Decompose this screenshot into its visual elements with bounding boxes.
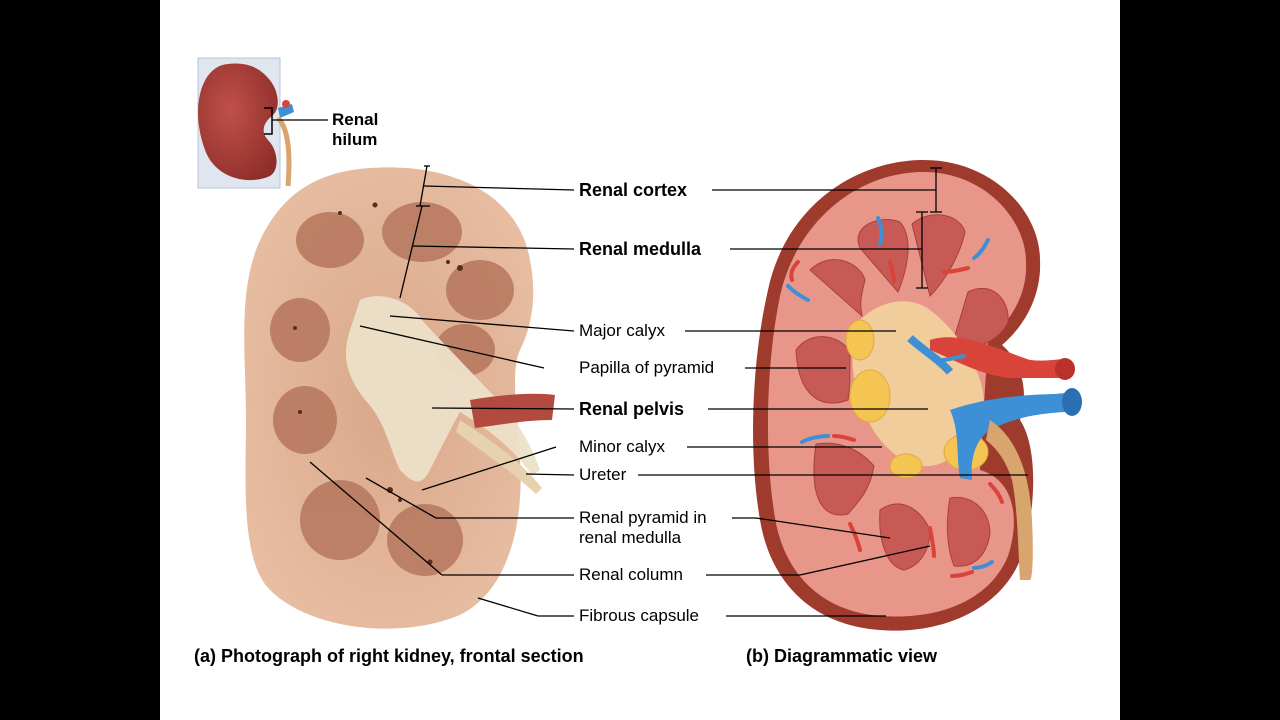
label-renal-hilum: Renal hilum xyxy=(332,110,379,149)
caption-diagrammatic: (b) Diagrammatic view xyxy=(746,646,938,666)
label-renal-column: Renal column xyxy=(579,565,683,584)
label-ureter: Ureter xyxy=(579,465,627,484)
photo-kidney xyxy=(244,167,555,629)
label-minor-calyx: Minor calyx xyxy=(579,437,665,456)
label-major-calyx: Major calyx xyxy=(579,321,665,340)
inset-kidney xyxy=(197,57,328,189)
label-fibrous-capsule: Fibrous capsule xyxy=(579,606,700,625)
diagram-kidney xyxy=(753,159,1082,631)
leader-lines xyxy=(309,165,1028,617)
label-renal-medulla: Renal medulla xyxy=(579,239,702,259)
label-papilla-of-pyramid: Papilla of pyramid xyxy=(579,358,715,377)
label-renal-cortex: Renal cortex xyxy=(579,180,688,200)
caption-photograph: (a) Photograph of right kidney, frontal … xyxy=(194,646,584,666)
slide: Renal hilum Renal cortex Renal medulla M… xyxy=(160,0,1120,720)
kidney-figure xyxy=(197,57,1082,631)
label-renal-pyramid-line2: renal medulla xyxy=(579,528,682,547)
label-renal-pyramid-line1: Renal pyramid in xyxy=(579,508,707,527)
label-renal-pelvis: Renal pelvis xyxy=(579,399,685,419)
